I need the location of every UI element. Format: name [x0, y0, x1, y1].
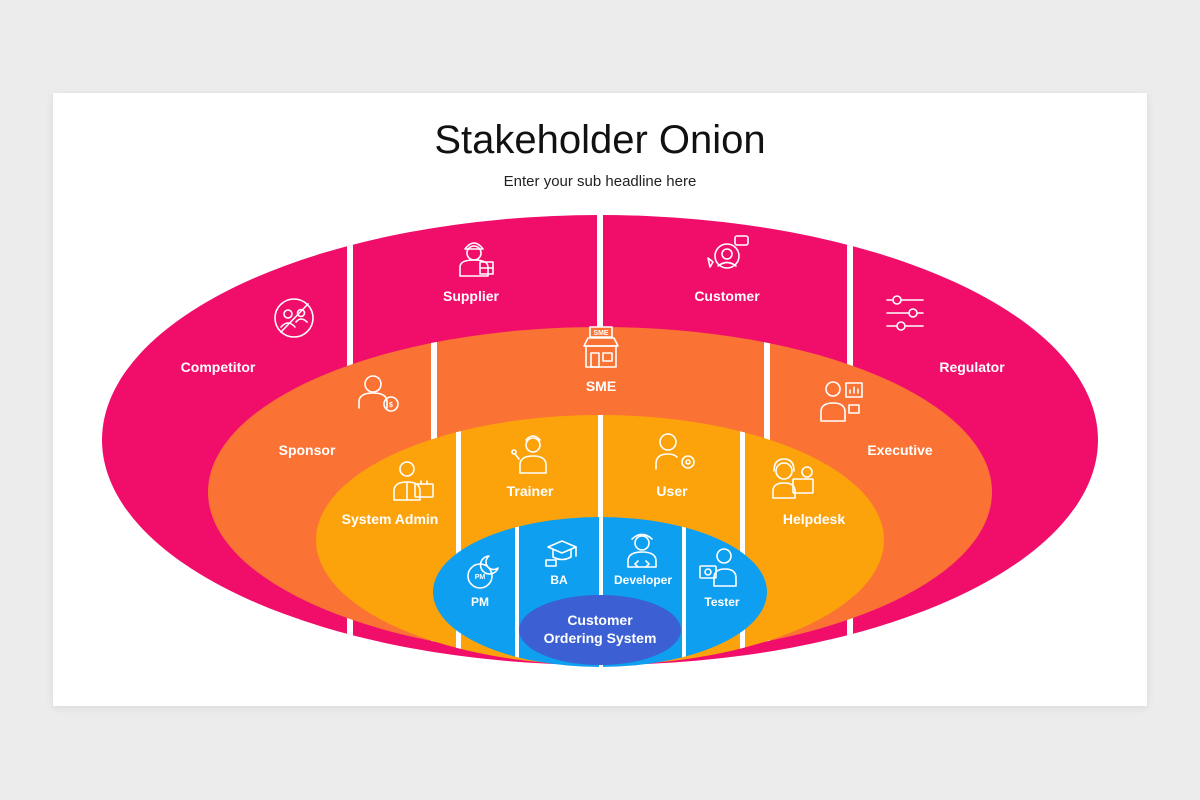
- segment-sponsor: $ Sponsor: [279, 375, 399, 458]
- segment-label-regulator: Regulator: [939, 359, 1005, 375]
- segment-label-developer: Developer: [614, 573, 672, 587]
- dollar-sign: $: [389, 402, 393, 409]
- helpdesk-icon: [772, 458, 814, 499]
- core-divider-3: [682, 517, 686, 667]
- tester-icon: [699, 548, 737, 587]
- segment-pm: PM PM: [467, 555, 499, 609]
- segment-user: User: [655, 433, 695, 499]
- segment-label-supplier: Supplier: [443, 288, 500, 304]
- segment-ba: BA: [545, 540, 577, 587]
- investor-icon: $: [358, 375, 399, 412]
- segment-label-pm: PM: [471, 595, 489, 609]
- segment-trainer: Trainer: [507, 435, 554, 499]
- segment-label-tester: Tester: [704, 595, 739, 609]
- core-divider-1: [515, 517, 519, 667]
- segment-regulator: Regulator: [886, 295, 1005, 375]
- segment-label-sponsor: Sponsor: [279, 442, 336, 458]
- center-label-line2: Ordering System: [544, 630, 657, 646]
- segment-helpdesk: Helpdesk: [772, 458, 845, 527]
- center-shape: [519, 595, 681, 665]
- segment-label-customer: Customer: [694, 288, 760, 304]
- segment-customer: Customer: [694, 235, 760, 304]
- center-core: Customer Ordering System: [519, 595, 681, 665]
- segment-label-competitor: Competitor: [181, 359, 256, 375]
- segment-tester: Tester: [699, 548, 740, 609]
- segment-supplier: Supplier: [443, 242, 500, 304]
- segment-label-helpdesk: Helpdesk: [783, 511, 845, 527]
- segment-label-user: User: [656, 483, 688, 499]
- inner-divider-3: [740, 415, 745, 665]
- delivery-person-icon: [459, 242, 494, 277]
- segment-sme: SME SME: [583, 326, 619, 394]
- shop-sign-text: SME: [593, 330, 609, 337]
- trainer-icon: [511, 435, 547, 474]
- developer-icon: [627, 533, 657, 568]
- pm-clock-text: PM: [475, 574, 486, 581]
- center-label-line1: Customer: [567, 612, 633, 628]
- segment-competitor: Competitor: [181, 298, 314, 375]
- segment-label-ba: BA: [550, 573, 568, 587]
- segment-label-trainer: Trainer: [507, 483, 554, 499]
- shop-icon: SME: [583, 326, 619, 368]
- core-ring-dividers: [515, 517, 686, 667]
- customer-support-icon: [707, 235, 749, 269]
- page-subtitle: Enter your sub headline here: [503, 173, 697, 190]
- executive-presentation-icon: [820, 381, 863, 422]
- core-divider-2: [599, 517, 603, 667]
- segment-label-executive: Executive: [867, 442, 933, 458]
- sliders-icon: [886, 295, 924, 331]
- graduation-cap-icon: [545, 540, 577, 567]
- segment-executive: Executive: [820, 381, 933, 458]
- admin-briefcase-icon: [393, 461, 434, 501]
- segment-label-sme: SME: [586, 378, 616, 394]
- inner-divider-1: [456, 415, 461, 665]
- segment-developer: Developer: [614, 533, 672, 587]
- page-title: Stakeholder Onion: [434, 118, 766, 162]
- pm-clock-icon: PM: [467, 555, 499, 589]
- core-ring: [433, 517, 767, 667]
- no-people-icon: [274, 298, 314, 338]
- segment-system-admin: System Admin: [342, 461, 439, 527]
- user-settings-icon: [655, 433, 695, 470]
- segment-label-system-admin: System Admin: [342, 511, 439, 527]
